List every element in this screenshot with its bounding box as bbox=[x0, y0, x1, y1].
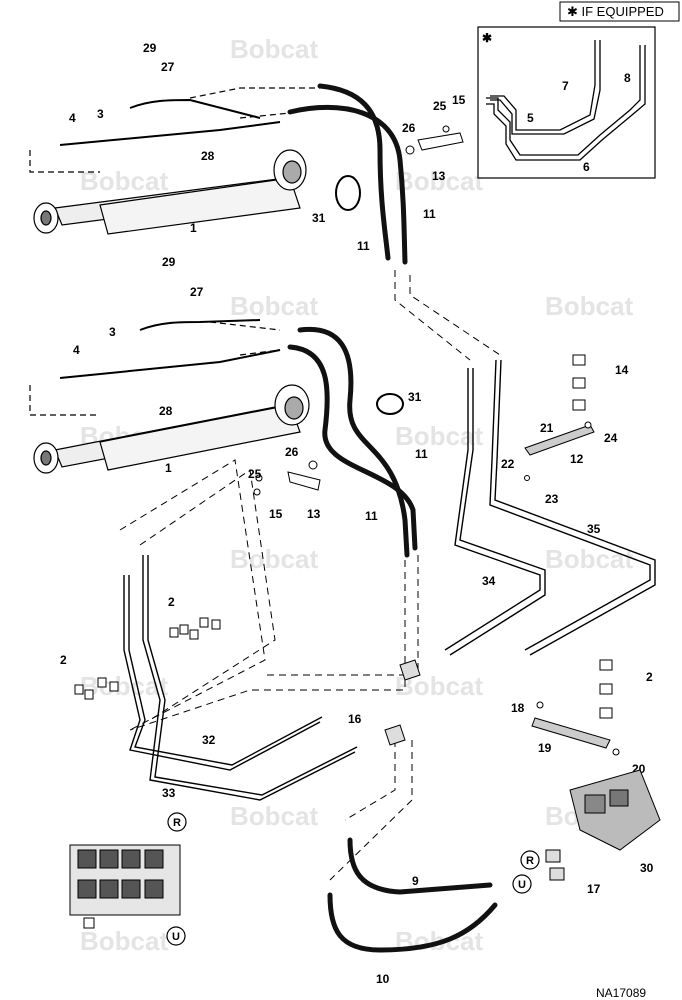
port-u-label: U bbox=[518, 879, 526, 891]
control-valve-30 bbox=[569, 769, 661, 851]
closeup-port-r-label: R bbox=[173, 817, 181, 829]
mid-bracket-13 bbox=[253, 460, 321, 496]
callout-31-top: 31 bbox=[312, 211, 326, 225]
callout-17: 17 bbox=[587, 882, 601, 896]
watermark: Bobcat bbox=[230, 34, 318, 64]
callout-7: 7 bbox=[562, 79, 569, 93]
callout-22: 22 bbox=[501, 457, 515, 471]
watermark: Bobcat bbox=[80, 926, 168, 956]
watermark: Bobcat bbox=[395, 421, 483, 451]
strap-31-mid bbox=[376, 393, 404, 415]
callout-6: 6 bbox=[583, 160, 590, 174]
reference-code: NA17089 bbox=[596, 986, 646, 1000]
callout-3-mid: 3 bbox=[109, 325, 116, 339]
callout-28-mid: 28 bbox=[159, 404, 173, 418]
fittings-17 bbox=[545, 849, 565, 881]
callout-14: 14 bbox=[615, 363, 629, 377]
middle-cylinder-assembly bbox=[29, 319, 310, 474]
watermark: Bobcat bbox=[545, 544, 633, 574]
valve-closeup bbox=[69, 844, 181, 929]
watermark: Bobcat bbox=[230, 544, 318, 574]
if-equipped-box bbox=[559, 1, 680, 22]
callout-25-mid: 25 bbox=[248, 467, 262, 481]
brackets-14-12 bbox=[524, 354, 595, 481]
callout-16: 16 bbox=[348, 712, 362, 726]
port-r-label: R bbox=[526, 855, 534, 867]
callout-2-b: 2 bbox=[60, 653, 67, 667]
bottom-hoses bbox=[327, 837, 498, 953]
clamps-2 bbox=[74, 617, 221, 700]
port-u-marker bbox=[512, 874, 532, 894]
closeup-port-u-marker bbox=[166, 926, 186, 946]
callout-15-top: 15 bbox=[452, 93, 466, 107]
middle-hoses bbox=[287, 326, 418, 558]
steel-lines-34-35 bbox=[444, 359, 656, 656]
callout-32: 32 bbox=[202, 733, 216, 747]
strap-31-top bbox=[335, 175, 361, 211]
callout-23: 23 bbox=[545, 492, 559, 506]
callout-8: 8 bbox=[624, 71, 631, 85]
brackets-2-19 bbox=[531, 659, 620, 756]
callout-31-mid: 31 bbox=[408, 390, 422, 404]
callout-29-top: 29 bbox=[143, 41, 157, 55]
callout-3-top: 3 bbox=[97, 107, 104, 121]
callout-30: 30 bbox=[640, 861, 654, 875]
watermark: Bobcat bbox=[230, 291, 318, 321]
callout-34: 34 bbox=[482, 574, 496, 588]
callout-18: 18 bbox=[511, 701, 525, 715]
callout-4-mid: 4 bbox=[73, 343, 80, 357]
callout-15-mid: 15 bbox=[269, 507, 283, 521]
top-cylinder-assembly bbox=[29, 87, 320, 235]
callout-29-mid: 29 bbox=[162, 255, 176, 269]
callout-1-top: 1 bbox=[190, 221, 197, 235]
closeup-port-u-label: U bbox=[172, 931, 180, 943]
callout-4-top: 4 bbox=[69, 111, 76, 125]
watermark: Bobcat bbox=[545, 291, 633, 321]
port-r-marker bbox=[520, 850, 540, 870]
callout-26-mid: 26 bbox=[285, 445, 299, 459]
if-equipped-label: ✱ IF EQUIPPED bbox=[567, 4, 664, 19]
callout-13-top: 13 bbox=[432, 169, 446, 183]
callout-11-a: 11 bbox=[423, 207, 436, 221]
callout-2-a: 2 bbox=[168, 595, 175, 609]
callout-13-mid: 13 bbox=[307, 507, 321, 521]
callout-9: 9 bbox=[412, 874, 419, 888]
inset-box: ✱ 5 6 7 8 bbox=[477, 26, 656, 179]
callout-12: 12 bbox=[570, 452, 584, 466]
callout-21: 21 bbox=[540, 421, 554, 435]
callout-11-b: 11 bbox=[357, 239, 370, 253]
watermark: Bobcat bbox=[395, 166, 483, 196]
callout-27-mid: 27 bbox=[190, 285, 204, 299]
callout-11-d: 11 bbox=[365, 509, 378, 523]
callout-11-c: 11 bbox=[415, 447, 428, 461]
steel-lines-32-33 bbox=[123, 555, 358, 801]
top-bracket-13 bbox=[405, 125, 464, 155]
callout-2-c: 2 bbox=[646, 670, 653, 684]
callout-28-top: 28 bbox=[201, 149, 215, 163]
callout-27-top: 27 bbox=[161, 60, 175, 74]
callout-33: 33 bbox=[162, 786, 176, 800]
top-hoses bbox=[287, 83, 408, 265]
dashed-leaders bbox=[119, 270, 501, 881]
callout-10: 10 bbox=[376, 972, 390, 986]
elbows-16 bbox=[384, 659, 421, 746]
callout-26-top: 26 bbox=[402, 121, 416, 135]
watermark: Bobcat bbox=[230, 801, 318, 831]
callout-1-mid: 1 bbox=[165, 461, 172, 475]
callout-19: 19 bbox=[538, 741, 552, 755]
closeup-port-r-marker bbox=[167, 812, 187, 832]
callout-24: 24 bbox=[604, 431, 618, 445]
inset-star: ✱ bbox=[482, 31, 492, 45]
callout-25-top: 25 bbox=[433, 99, 447, 113]
watermark: Bobcat bbox=[80, 166, 168, 196]
callout-35: 35 bbox=[587, 522, 601, 536]
callout-5: 5 bbox=[527, 111, 534, 125]
